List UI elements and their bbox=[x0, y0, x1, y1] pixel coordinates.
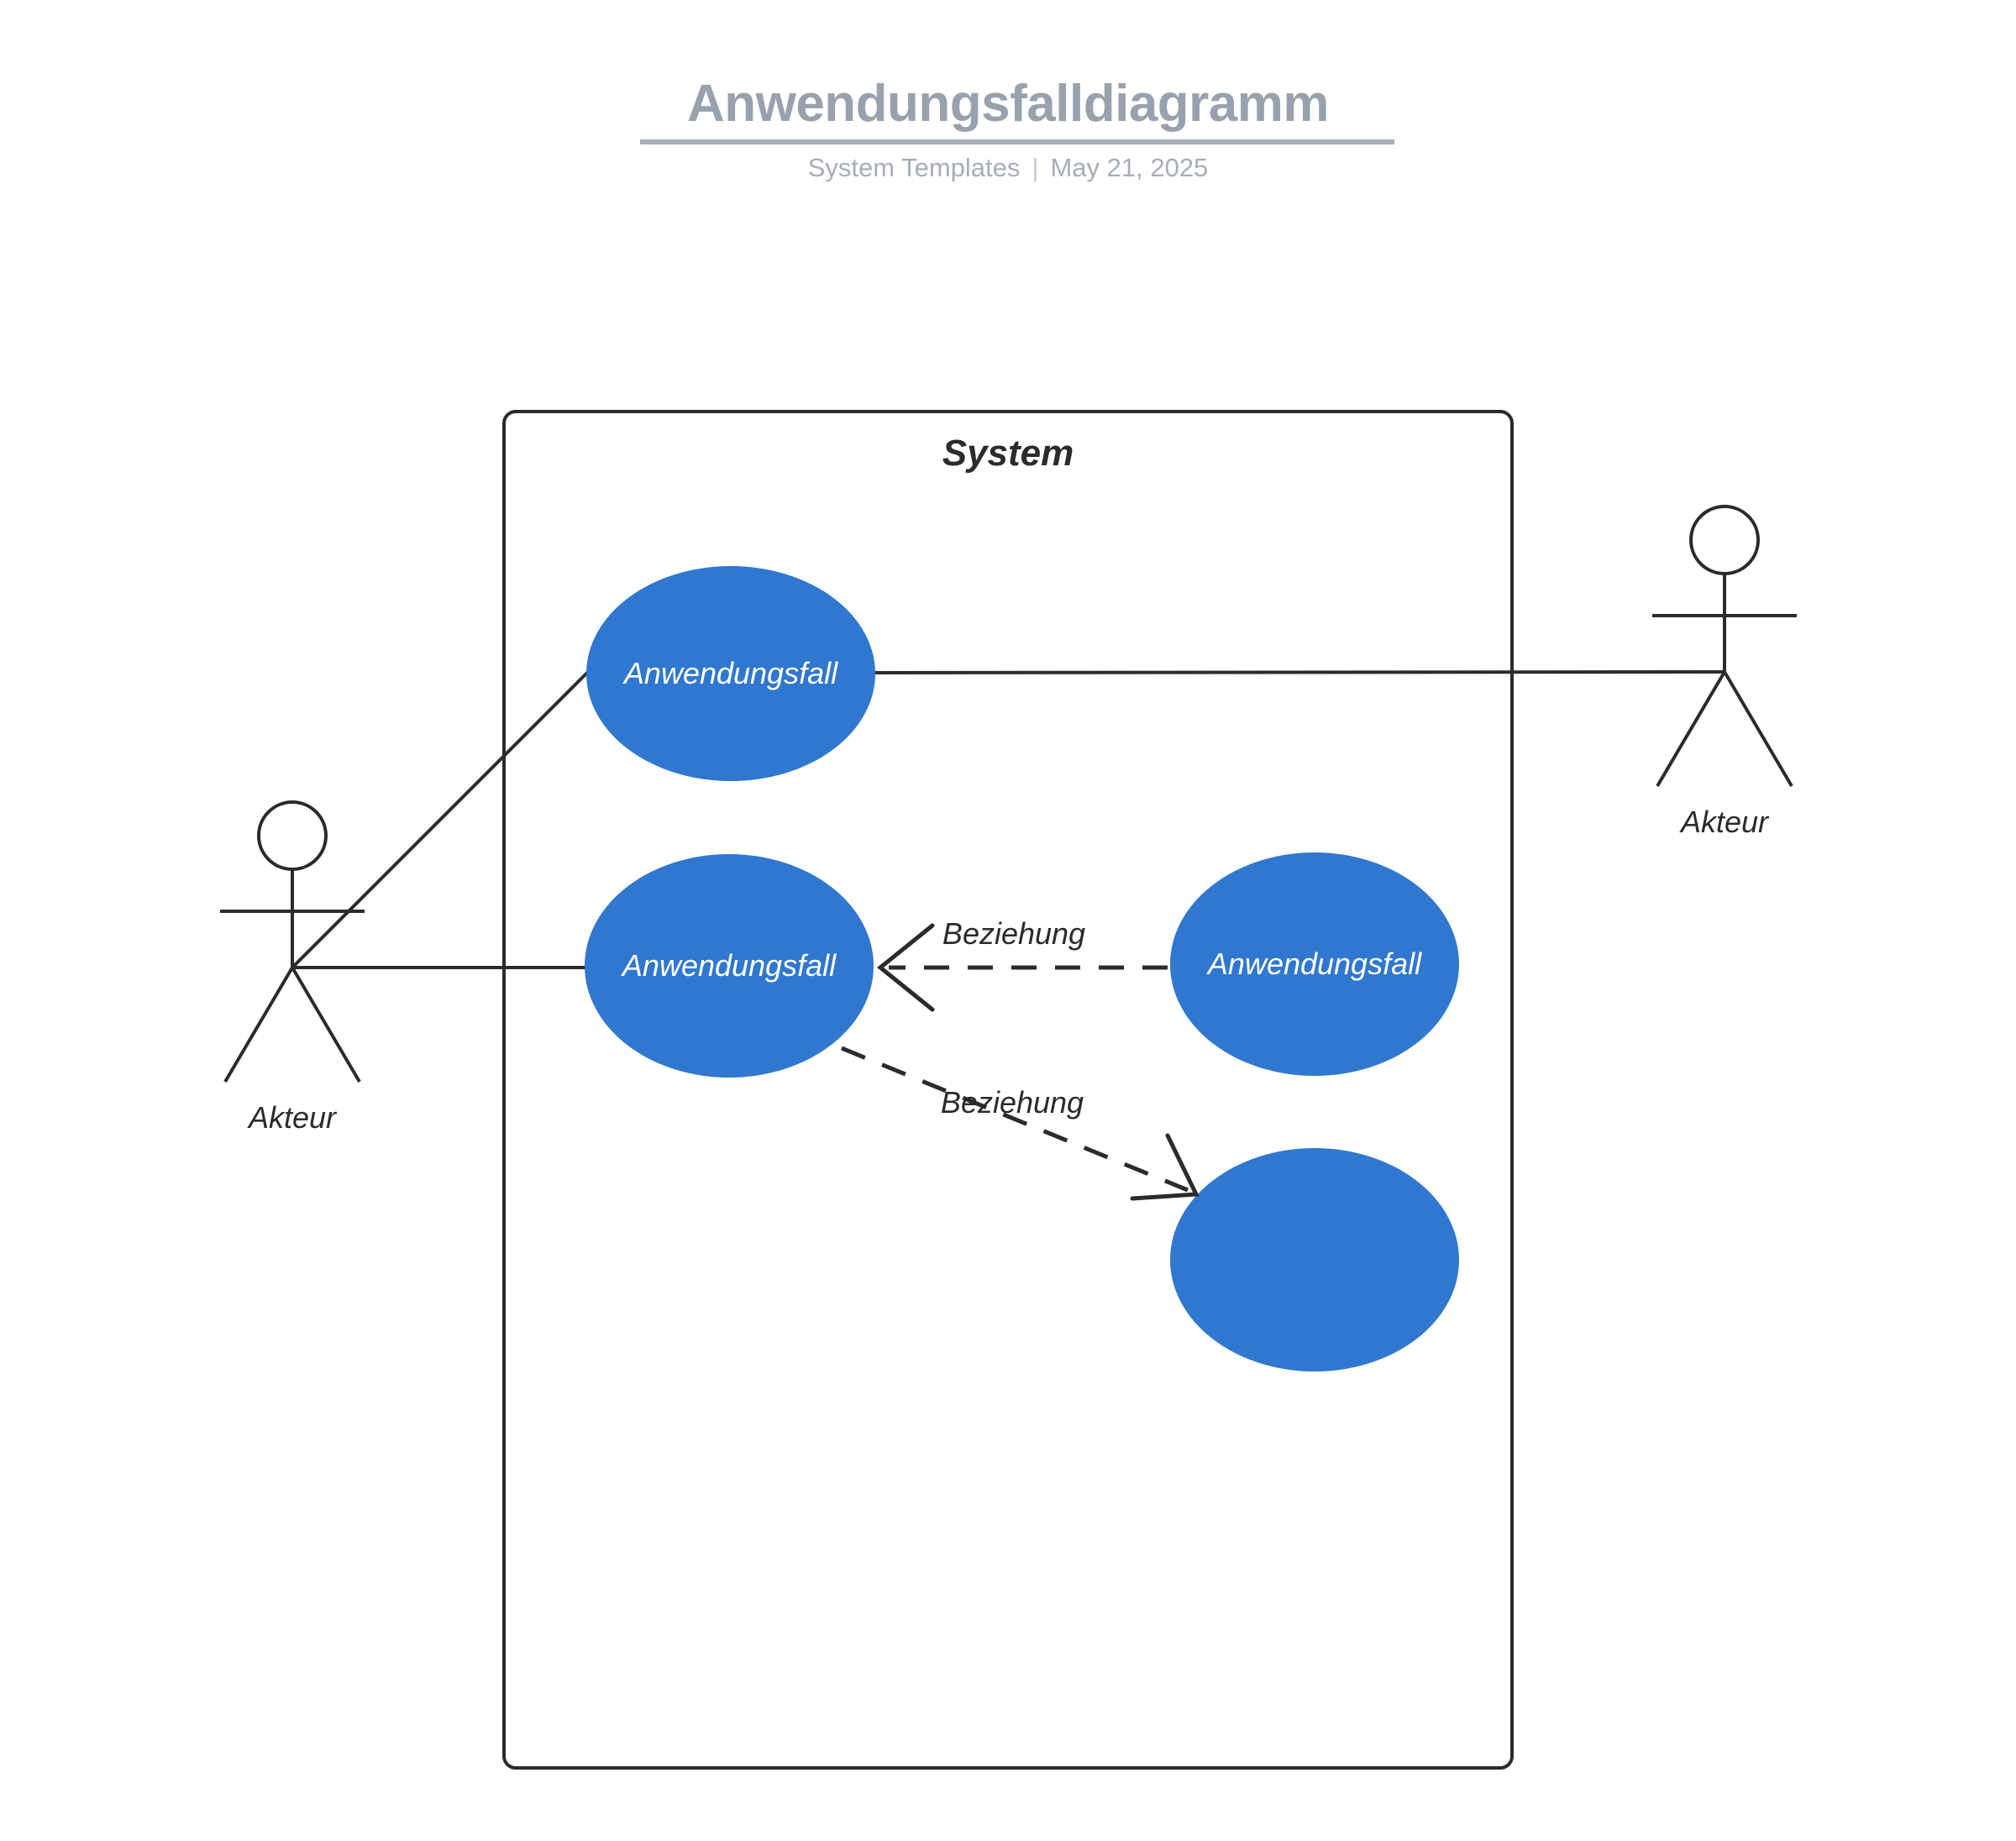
subtitle-source: System Templates bbox=[807, 153, 1021, 182]
actor-left-leg-left bbox=[223, 966, 294, 1083]
actor-left-leg-right bbox=[291, 966, 361, 1083]
title-divider bbox=[640, 139, 1394, 144]
actor-right-label: Akteur bbox=[1680, 805, 1769, 839]
actor-right-head-icon bbox=[1689, 505, 1760, 575]
use-case-ellipse-bottom-right[interactable] bbox=[1170, 1148, 1459, 1372]
use-case-ellipse-mid-right[interactable] bbox=[1170, 852, 1459, 1076]
relationship-label-1: Beziehung bbox=[942, 916, 1086, 951]
actor-left[interactable] bbox=[220, 800, 365, 1083]
subtitle-date: May 21, 2025 bbox=[1050, 153, 1209, 182]
relationship-line-2[interactable] bbox=[841, 1046, 1189, 1193]
relationship-arrowhead-1 bbox=[877, 923, 935, 1012]
system-boundary-label: System bbox=[942, 433, 1074, 474]
association-actor-right-to-uc-top-left[interactable] bbox=[873, 670, 1725, 674]
subtitle-separator: | bbox=[1032, 153, 1039, 182]
actor-right-leg-left bbox=[1656, 670, 1726, 788]
actor-left-head-icon bbox=[257, 800, 328, 871]
use-case-ellipse-top-left[interactable] bbox=[586, 566, 875, 781]
page-title: Anwendungsfalldiagramm bbox=[686, 75, 1330, 133]
association-actor-left-to-uc-top-left[interactable] bbox=[291, 655, 605, 969]
actor-right[interactable] bbox=[1652, 505, 1797, 788]
relationship-arrowhead-2 bbox=[1130, 1133, 1200, 1201]
use-case-ellipse-mid-left[interactable] bbox=[585, 854, 874, 1078]
page-subtitle: System Templates | May 21, 2025 bbox=[0, 153, 2016, 183]
relationship-label-2: Beziehung bbox=[940, 1085, 1084, 1120]
actor-right-leg-right bbox=[1723, 670, 1793, 788]
system-boundary[interactable] bbox=[502, 410, 1514, 1770]
actor-left-label: Akteur bbox=[248, 1100, 337, 1135]
